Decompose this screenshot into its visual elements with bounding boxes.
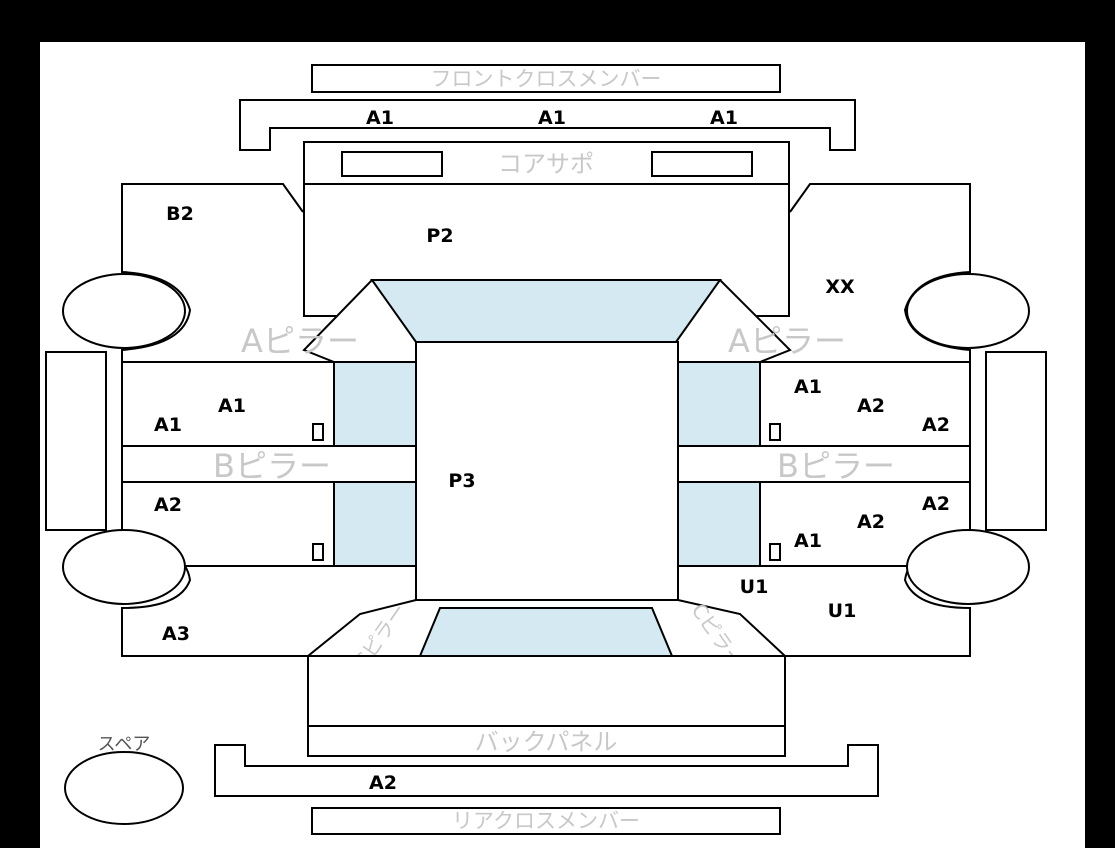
front-cross-member-label: フロントクロスメンバー — [431, 67, 662, 91]
b-pillar-right-label: Bピラー — [777, 447, 895, 485]
roof-panel[interactable] — [415, 341, 679, 609]
left-body-outline — [121, 183, 308, 657]
right-side-step[interactable] — [985, 351, 1047, 531]
front-bumper-center-code: A1 — [538, 107, 566, 129]
right-rear-window — [677, 481, 761, 567]
front-bumper[interactable] — [239, 99, 856, 151]
spare-tire[interactable] — [64, 751, 184, 825]
front-bumper-right-code: A1 — [710, 107, 738, 129]
front-right-fender-code: XX — [825, 276, 855, 298]
right-rear-door-code-b: A2 — [857, 511, 885, 533]
tire-rear-right[interactable] — [906, 529, 1030, 605]
right-quarter-code-a: U1 — [740, 576, 769, 598]
left-rear-window — [333, 481, 417, 567]
windshield — [370, 279, 722, 343]
tire-rear-left[interactable] — [62, 529, 186, 605]
tire-front-left[interactable] — [62, 273, 186, 349]
rear-window — [418, 607, 674, 657]
rear-bumper[interactable] — [214, 744, 879, 797]
headlight-left — [341, 151, 443, 177]
right-front-door-code-b: A2 — [857, 395, 885, 417]
front-bumper-left-code: A1 — [366, 107, 394, 129]
front-left-fender-code: B2 — [166, 203, 194, 225]
right-b-pillar — [677, 445, 971, 483]
hood-code: P2 — [426, 225, 453, 247]
rear-cross-member-label: リアクロスメンバー — [452, 809, 640, 833]
rear-bumper-code: A2 — [369, 772, 397, 794]
left-rear-handle — [312, 543, 324, 561]
a-pillar-right-label: Aピラー — [728, 322, 846, 360]
right-front-handle — [769, 423, 781, 441]
left-front-door[interactable] — [121, 361, 335, 447]
core-support-label: コアサポ — [498, 150, 594, 178]
left-rear-door-code: A2 — [154, 494, 182, 516]
roof-code: P3 — [448, 470, 475, 492]
right-front-door-code-a: A1 — [794, 376, 822, 398]
front-cross-member-box[interactable] — [311, 64, 781, 93]
left-side-step[interactable] — [45, 351, 107, 531]
back-panel-label: バックパネル — [475, 728, 618, 756]
right-front-window — [677, 361, 761, 447]
right-step-rear-code: A2 — [922, 493, 950, 515]
b-pillar-left-label: Bピラー — [213, 447, 331, 485]
spare-label: スペア — [98, 734, 151, 755]
tire-front-right[interactable] — [906, 273, 1030, 349]
a-pillar-left-label: Aピラー — [241, 322, 359, 360]
left-b-pillar — [121, 445, 417, 483]
left-front-door-code-b: A1 — [218, 395, 246, 417]
left-front-door-code-a: A1 — [154, 414, 182, 436]
right-quarter-code-b: U1 — [828, 600, 857, 622]
right-step-front-code: A2 — [922, 414, 950, 436]
back-panel[interactable] — [307, 725, 786, 757]
headlight-right — [651, 151, 753, 177]
trunk-lid[interactable] — [307, 655, 786, 727]
left-front-handle — [312, 423, 324, 441]
rear-cross-member-box[interactable] — [311, 807, 781, 835]
left-front-window — [333, 361, 417, 447]
right-rear-handle — [769, 543, 781, 561]
left-quarter-code: A3 — [162, 623, 190, 645]
right-rear-door-code-a: A1 — [794, 530, 822, 552]
